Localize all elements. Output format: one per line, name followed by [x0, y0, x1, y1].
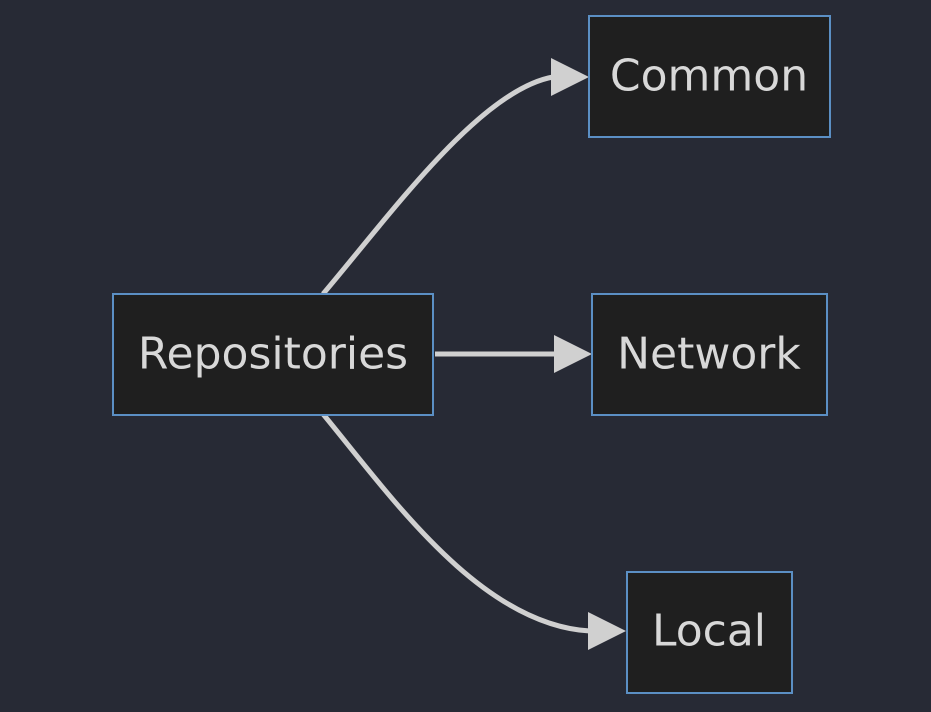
- node-local[interactable]: Local: [626, 571, 793, 694]
- node-local-label: Local: [652, 606, 766, 657]
- edge-line-repositories-local: [321, 412, 591, 634]
- node-common-label: Common: [610, 51, 808, 102]
- edge-repositories-local: [321, 412, 626, 650]
- arrowhead-local: [588, 612, 626, 650]
- arrowhead-network: [554, 335, 592, 373]
- node-local-box: [626, 571, 793, 694]
- edge-repositories-common: [321, 58, 589, 296]
- node-network-label: Network: [617, 329, 801, 380]
- edge-line-repositories-common: [321, 74, 554, 296]
- node-network-box: [591, 293, 828, 416]
- node-network[interactable]: Network: [591, 293, 828, 416]
- node-common-box: [588, 15, 831, 138]
- edge-repositories-network: [435, 335, 592, 373]
- node-repositories-box: [112, 293, 434, 416]
- node-repositories-label: Repositories: [138, 329, 408, 380]
- node-common[interactable]: Common: [588, 15, 831, 138]
- node-repositories[interactable]: Repositories: [112, 293, 434, 416]
- arrowhead-common: [551, 58, 589, 96]
